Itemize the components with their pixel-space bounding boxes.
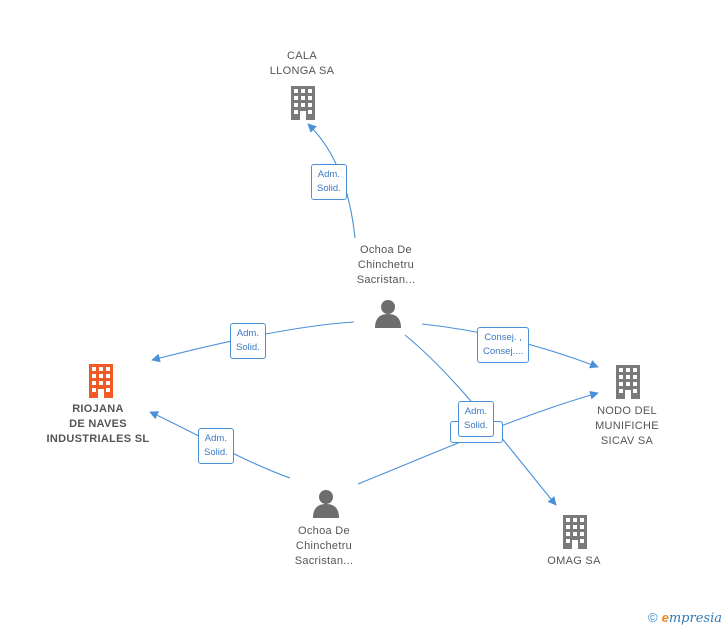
edge-label-adm-solid[interactable]: Adm. Solid. [311, 164, 347, 200]
node-label-cala-llonga[interactable]: CALA LLONGA SA [269, 50, 335, 77]
node-label-nodo[interactable]: NODO DEL MUNIFICHE SICAV SA [595, 405, 659, 447]
edge-label-adm-solid[interactable]: Adm. Solid. [198, 428, 234, 464]
person-icon[interactable] [375, 300, 401, 328]
node-label-person-bottom[interactable]: Ochoa De Chinchetru Sacristan... [294, 525, 354, 567]
person-icon[interactable] [313, 490, 339, 518]
brand-name: mpresia [668, 611, 722, 626]
edge-label-adm-solid[interactable]: Adm. Solid. [230, 323, 266, 359]
building-icon[interactable] [563, 515, 587, 549]
brand-e: e [661, 610, 669, 625]
node-label-omag[interactable]: OMAG SA [547, 555, 601, 567]
building-icon[interactable] [89, 364, 113, 398]
node-label-person-top[interactable]: Ochoa De Chinchetru Sacristan... [356, 244, 416, 286]
empresia-logo[interactable]: ©empresia [648, 610, 722, 626]
building-icon[interactable] [616, 365, 640, 399]
copyright-icon: © [648, 610, 658, 625]
building-icon[interactable] [291, 86, 315, 120]
edge-label-adm-solid[interactable]: Adm. Solid. [458, 401, 494, 437]
node-label-riojana[interactable]: RIOJANA DE NAVES INDUSTRIALES SL [46, 403, 150, 445]
edge-label-consej[interactable]: Consej. , Consej.... [477, 327, 530, 363]
